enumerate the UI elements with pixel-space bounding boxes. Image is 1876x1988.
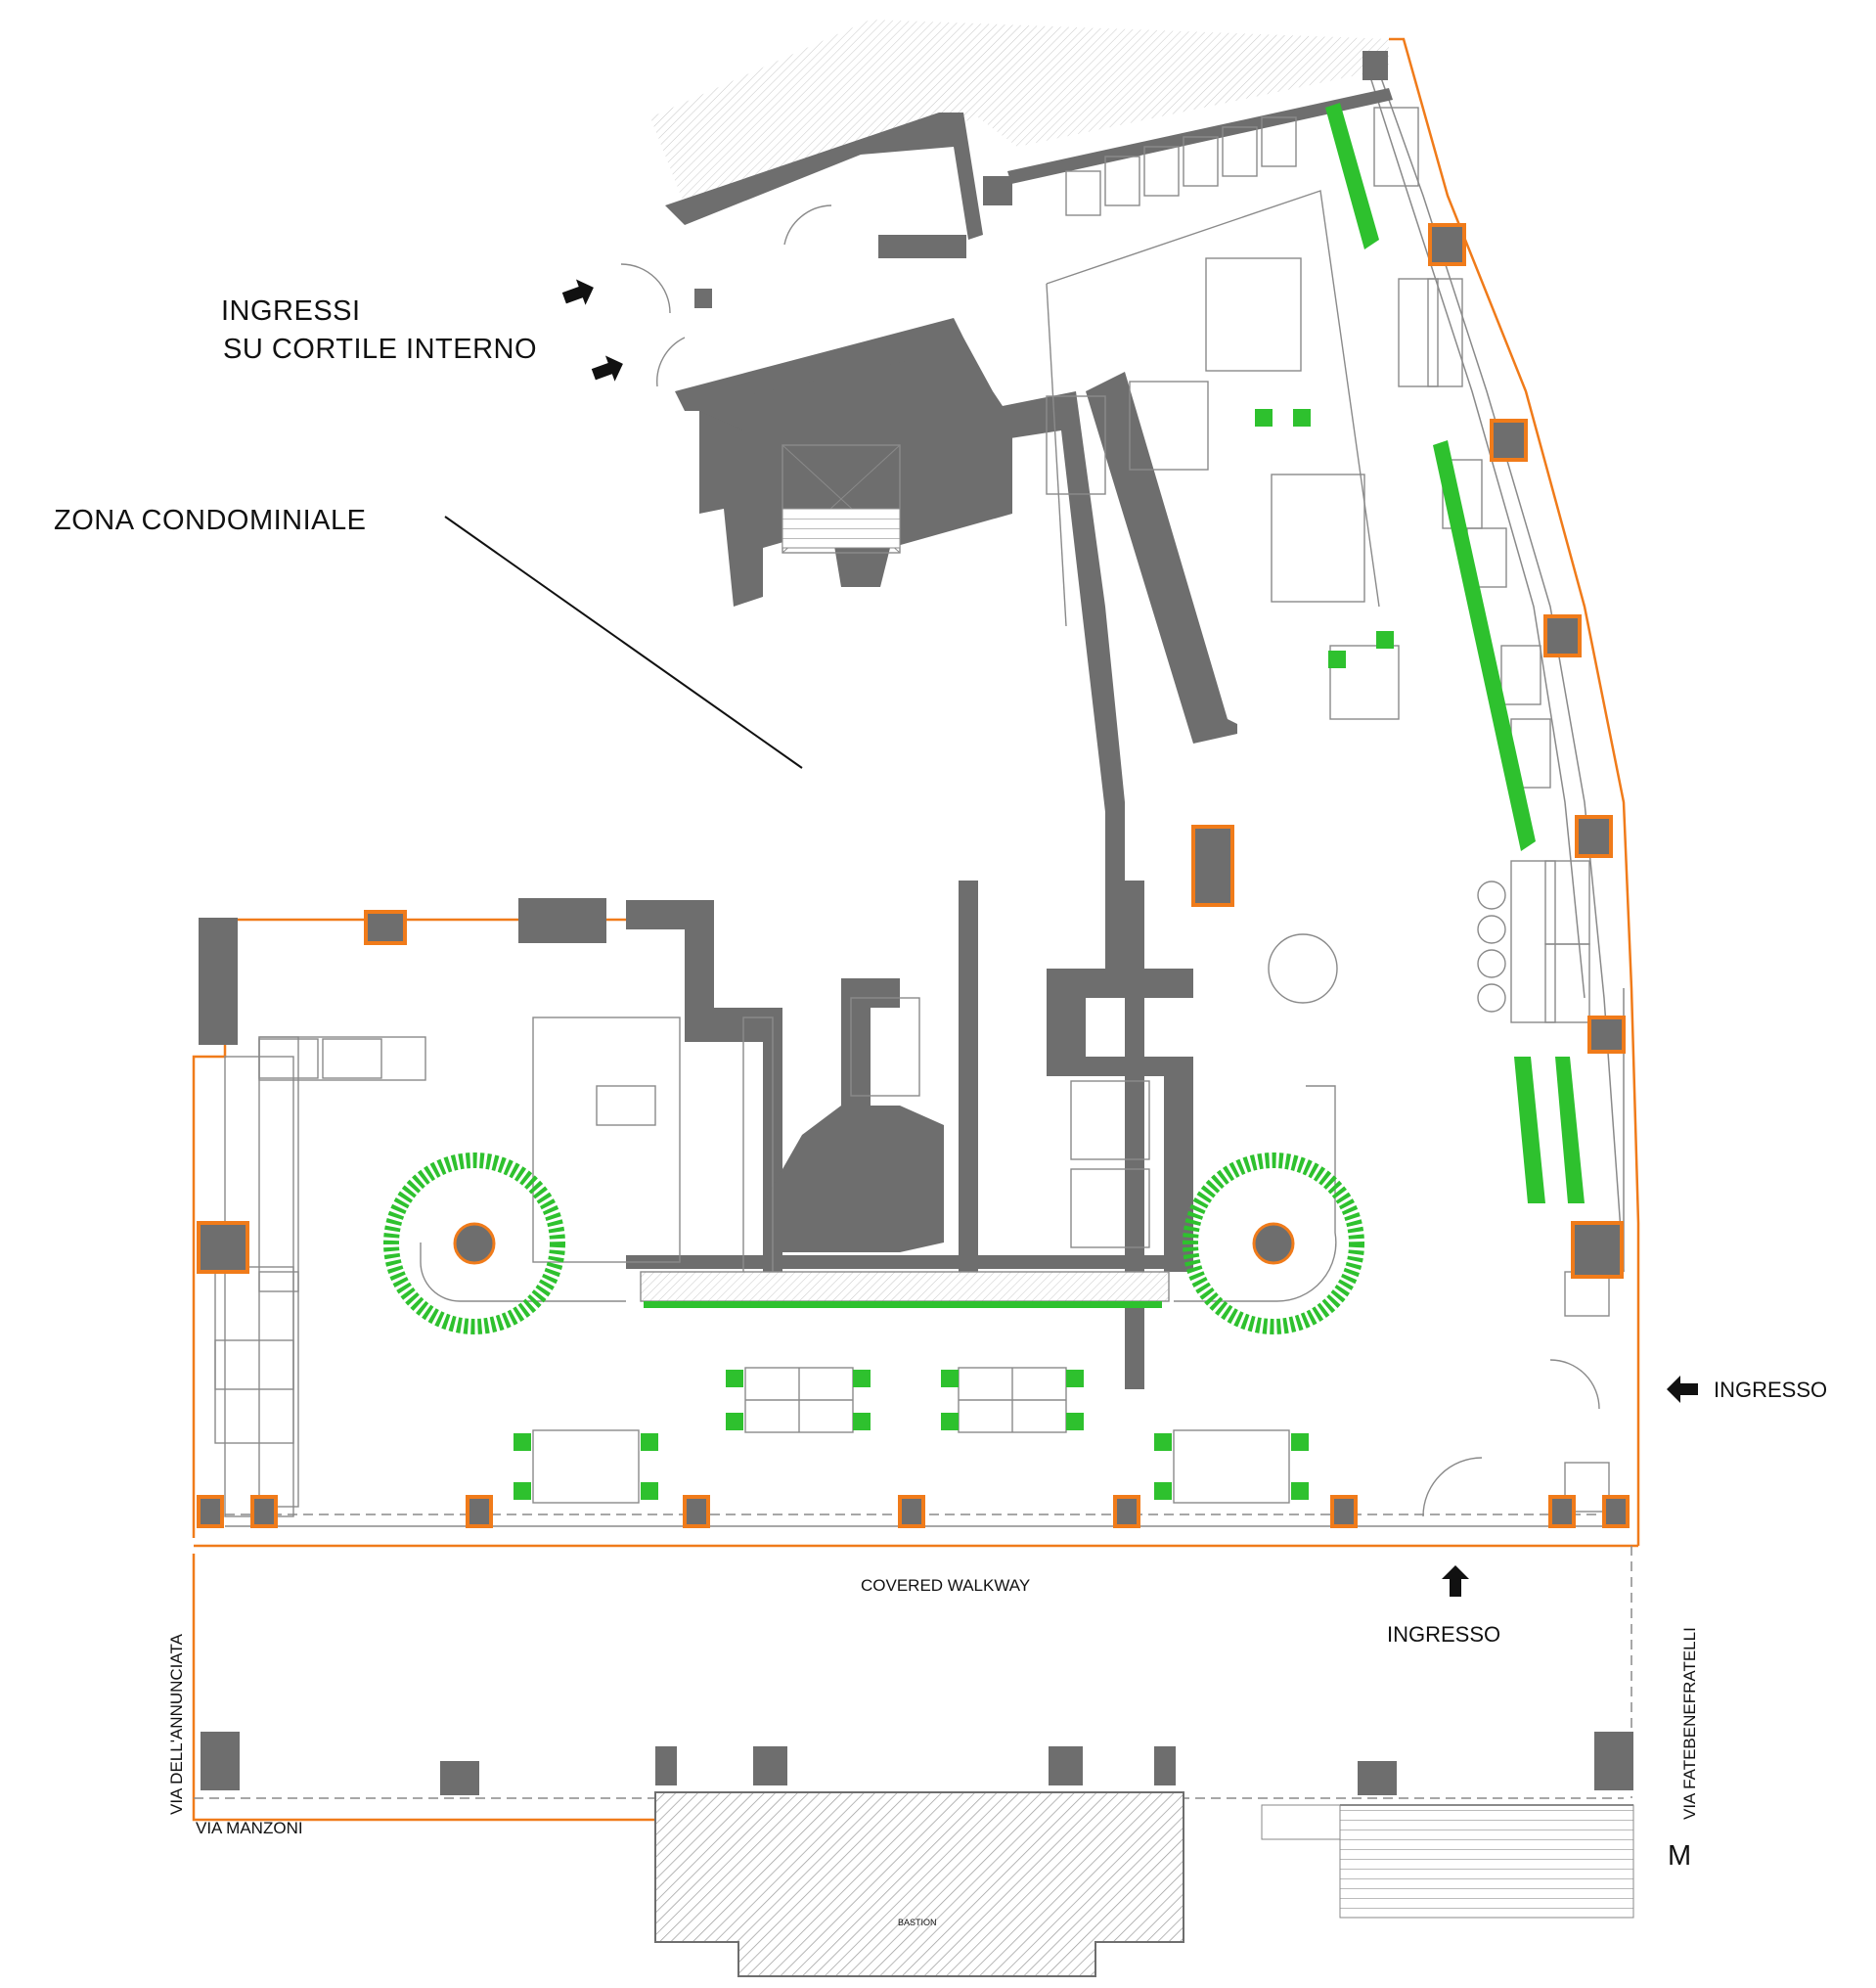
columns <box>197 223 1630 1528</box>
east-seating <box>1373 107 1590 1023</box>
plant-icon <box>1325 103 1379 249</box>
perimeter <box>192 37 1640 1822</box>
walkway-columns <box>201 1732 1633 1795</box>
plant-icon <box>1433 440 1536 851</box>
bastion <box>654 1791 1184 1977</box>
plants <box>514 103 1585 1500</box>
walls <box>199 51 1393 1389</box>
interior-outline <box>194 58 1632 1799</box>
entry-arrows <box>561 279 1698 1597</box>
label-zona-condominiale: ZONA CONDOMINIALE <box>54 505 367 536</box>
label-via-annunciata: VIA DELL'ANNUNCIATA <box>167 1633 186 1815</box>
label-ingresso-south: INGRESSO <box>1387 1622 1500 1647</box>
dining-tables <box>532 1367 1290 1504</box>
label-leader-line <box>444 516 803 769</box>
label-ingressi: INGRESSI <box>221 295 361 327</box>
label-via-fatebenefratelli: VIA FATEBENEFRATELLI <box>1680 1627 1699 1820</box>
arrow-icon <box>1667 1376 1698 1403</box>
stairs <box>782 444 1634 1919</box>
ne-seating <box>1065 116 1297 216</box>
arrow-icon <box>1442 1565 1469 1597</box>
arrow-icon <box>591 355 623 382</box>
plant-icon <box>1514 1057 1585 1203</box>
circular-planter-icon <box>383 1152 565 1334</box>
label-via-manzoni: VIA MANZONI <box>196 1819 303 1837</box>
label-ingresso-east: INGRESSO <box>1714 1378 1827 1402</box>
circular-planter-icon <box>1183 1152 1364 1334</box>
label-bastion: BASTION <box>898 1918 937 1927</box>
label-cortile-interno: SU CORTILE INTERNO <box>223 334 537 365</box>
label-metro: M <box>1668 1840 1692 1872</box>
label-covered-walkway: COVERED WALKWAY <box>861 1576 1030 1595</box>
arrow-icon <box>561 279 594 305</box>
interior-lines <box>214 107 1610 1517</box>
